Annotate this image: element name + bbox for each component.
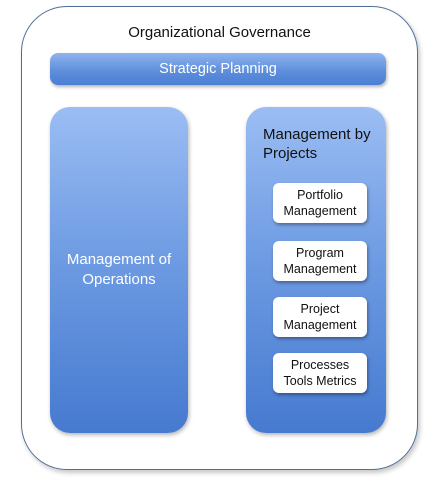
project-management-box: Project Management	[273, 297, 367, 337]
management-of-operations-box: Management of Operations	[50, 107, 188, 433]
strategic-planning-bar: Strategic Planning	[50, 53, 386, 85]
program-management-box: Program Management	[273, 241, 367, 281]
management-by-projects-box: Management by Projects Portfolio Managem…	[246, 107, 386, 433]
management-of-operations-label: Management of Operations	[66, 251, 172, 288]
processes-tools-metrics-box: Processes Tools Metrics	[273, 353, 367, 393]
organizational-governance-title: Organizational Governance	[128, 24, 311, 41]
portfolio-management-box: Portfolio Management	[273, 183, 367, 223]
management-by-projects-title: Management by Projects	[263, 126, 371, 162]
